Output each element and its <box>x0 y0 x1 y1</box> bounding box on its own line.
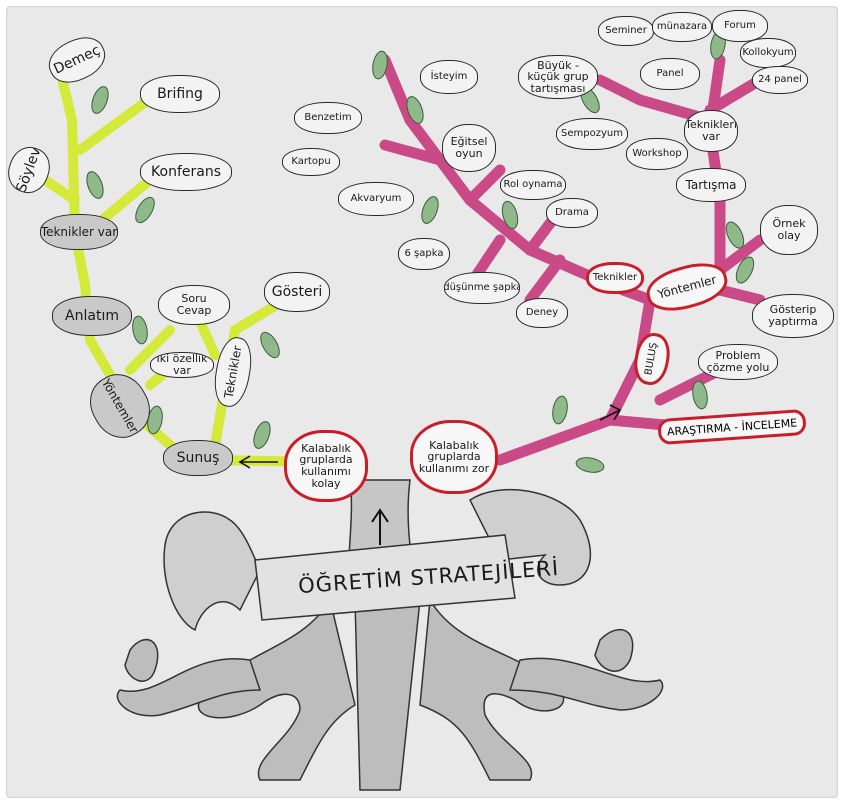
node-tartisma: Tartışma <box>676 168 746 202</box>
node-munazara: münazara <box>652 12 712 42</box>
node-teknikler-var: Teknikler var <box>40 214 118 250</box>
node-6-sapka: 6 şapka <box>398 238 450 270</box>
node-ornek-olay: Örnek olay <box>760 205 818 255</box>
node-egitsel-oyun: Eğitsel oyun <box>442 124 496 172</box>
left-branches <box>30 70 330 462</box>
node-teknikleri-var: Teknikleri var <box>684 110 738 152</box>
node-konferans: Konferans <box>140 153 232 191</box>
node-anlatim: Anlatım <box>52 296 132 336</box>
node-24-panel: 24 panel <box>752 66 808 94</box>
node-6-dusunme-sapkasi: 6 düşünme şapkası <box>444 272 520 304</box>
node-gosterip-yaptirma: Gösterip yaptırma <box>752 294 834 338</box>
node-problem-cozme: Problem çözme yolu <box>698 344 778 380</box>
node-panel: Panel <box>640 58 700 90</box>
node-deney: Deney <box>516 298 568 328</box>
node-forum: Forum <box>712 10 768 42</box>
node-gosteri: Gösteri <box>264 272 330 312</box>
node-iki-ozellik-var: İki özellik var <box>150 352 214 378</box>
node-buyuk-kucuk-grup: Büyük - küçük grup tartışması <box>518 55 598 99</box>
node-drama: Drama <box>546 198 598 228</box>
node-akvaryum: Akvaryum <box>338 182 414 216</box>
node-isteyim: İsteyim <box>420 60 478 94</box>
node-soru-cevap: Soru Cevap <box>158 285 230 325</box>
node-teknikler-right: Teknikler <box>586 262 644 294</box>
node-brifing: Brifing <box>140 75 220 113</box>
node-kollokyum: Kollokyum <box>740 38 796 68</box>
node-benzetim: Benzetim <box>294 102 362 134</box>
node-workshop: Workshop <box>626 138 688 170</box>
right-root-note: Kalabalık gruplarda kullanımı zor <box>410 420 498 494</box>
node-seminer: Seminer <box>598 16 654 46</box>
left-root-note: Kalabalık gruplarda kullanımı kolay <box>284 430 368 502</box>
node-sunus: Sunuş <box>163 440 233 476</box>
node-rol-oynama: Rol oynama <box>500 170 566 200</box>
node-sempozyum: Sempozyum <box>556 118 628 150</box>
node-kartopu: Kartopu <box>282 148 340 176</box>
tree-roots <box>117 600 662 790</box>
